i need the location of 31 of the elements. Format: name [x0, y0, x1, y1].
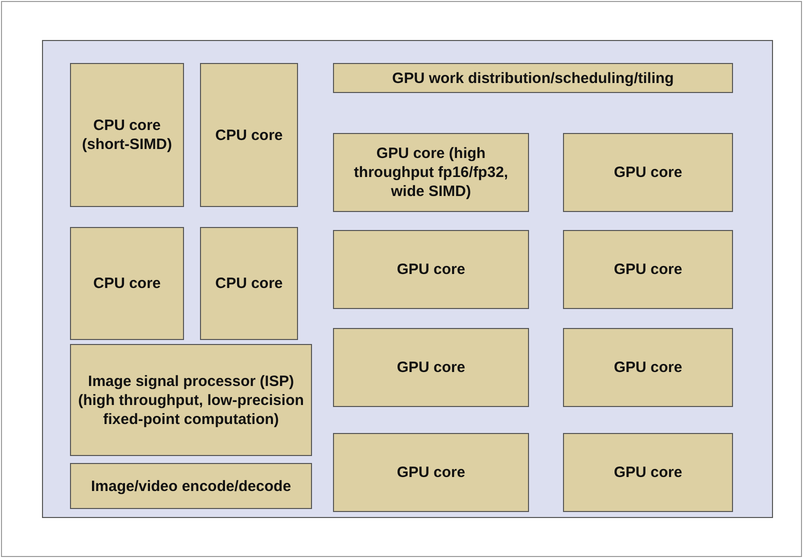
block-label: GPU work distribution/scheduling/tiling — [392, 68, 674, 88]
block-label: Image/video encode/decode — [90, 476, 292, 496]
block-label: CPU core (short-SIMD) — [81, 116, 173, 154]
block-box — [563, 230, 733, 309]
block-box — [333, 63, 733, 93]
block-label: GPU core — [396, 260, 466, 279]
block-box — [70, 463, 312, 509]
block-box — [333, 328, 529, 407]
block-label: Image signal processor (ISP) (high throughput, low-precision fixed-point computation) — [77, 372, 305, 428]
block-box — [333, 230, 529, 309]
block-label: GPU core (high throughput fp16/fp32, wide SIMD) — [352, 144, 510, 201]
chip-outline — [42, 40, 773, 518]
block-box — [333, 433, 529, 512]
block-box — [563, 133, 733, 212]
block-box — [200, 227, 298, 340]
block-box — [70, 344, 312, 456]
block-label: CPU core — [215, 126, 283, 144]
block-box — [333, 133, 529, 212]
block-label: CPU core — [93, 274, 161, 293]
block-label: GPU core — [396, 358, 466, 377]
block-label: GPU core — [614, 163, 682, 182]
block-label: GPU core — [614, 463, 682, 482]
block-box — [563, 433, 733, 512]
block-label: GPU core — [614, 260, 682, 279]
block-label: CPU core — [215, 274, 283, 293]
block-box — [70, 227, 184, 340]
block-box — [200, 63, 298, 207]
block-box — [563, 328, 733, 407]
block-label: GPU core — [614, 358, 682, 377]
block-label: GPU core — [396, 463, 466, 482]
block-box — [70, 63, 184, 207]
